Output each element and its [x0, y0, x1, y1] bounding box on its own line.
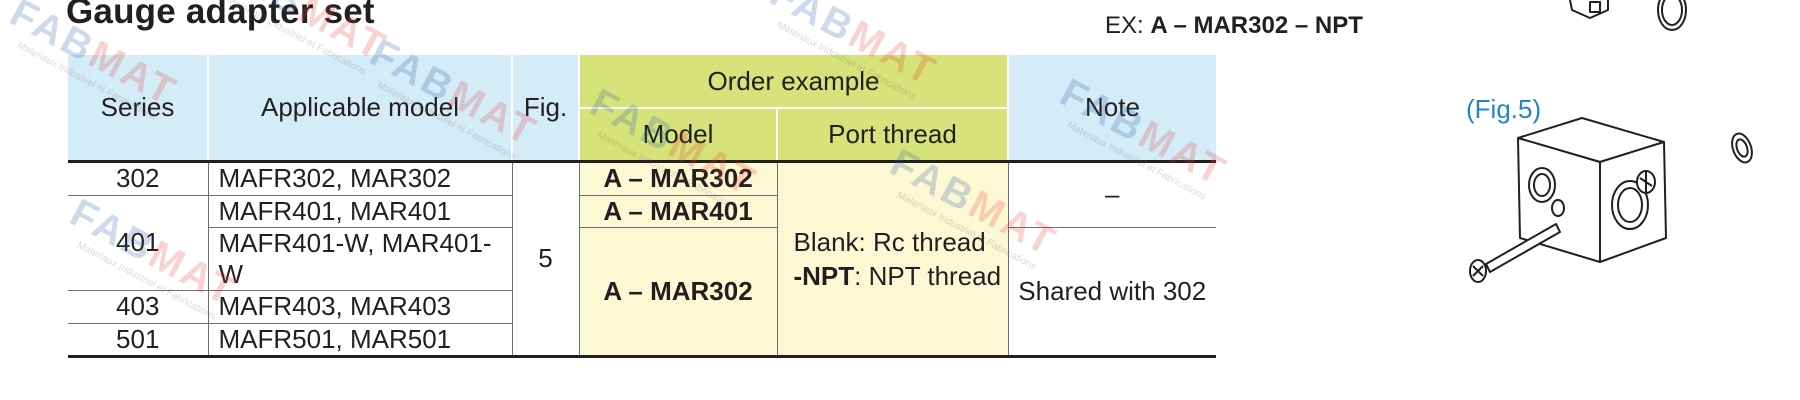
header-fig: Fig. — [511, 55, 579, 161]
series-cell: 501 — [68, 323, 208, 358]
header-applicable-model: Applicable model — [207, 55, 512, 161]
applicable-model-cell: MAFR302, MAR302 — [207, 159, 512, 196]
order-model-cell: A – MAR302 — [578, 227, 777, 358]
order-model-cell: A – MAR401 — [578, 195, 777, 228]
o-ring-part — [1731, 132, 1753, 164]
top-partial-parts — [1569, 0, 1687, 31]
adapter-block — [1517, 117, 1667, 263]
example-code: A – MAR302 – NPT — [1150, 12, 1363, 39]
table-row: 302 MAFR302, MAR302 5 A – MAR302 Blank: … — [68, 159, 1216, 358]
header-note: Note — [1007, 55, 1216, 161]
header-order-example: Order example — [578, 55, 1008, 109]
gauge-adapter-drawing — [1469, 0, 1753, 283]
table-row: MAFR401-W, MAR401-W A – MAR302 Shared wi… — [68, 227, 1216, 358]
fig-cell: 5 — [511, 159, 579, 358]
port-thread-cell: Blank: Rc thread -NPT: NPT thread — [776, 159, 1008, 358]
applicable-model-cell: MAFR401-W, MAR401-W — [207, 227, 512, 291]
series-cell: 401 — [68, 195, 208, 291]
header-port-thread: Port thread — [776, 108, 1008, 161]
table-row: 501 MAFR501, MAR501 — [68, 323, 1216, 358]
series-cell: 302 — [68, 159, 208, 196]
page-title: Gauge adapter set — [66, 0, 375, 31]
applicable-model-cell: MAFR403, MAR403 — [207, 290, 512, 324]
table-row: 401 MAFR401, MAR401 A – MAR401 — [68, 195, 1216, 291]
screw-part — [1469, 223, 1561, 283]
port-thread-npt: -NPT: NPT thread — [793, 260, 1002, 291]
example-prefix: EX: — [1105, 12, 1151, 39]
applicable-model-cell: MAFR501, MAR501 — [207, 323, 512, 358]
order-model-cell: A – MAR302 — [578, 159, 777, 196]
figure-label: (Fig.5) — [1466, 94, 1542, 124]
header-series: Series — [68, 55, 208, 161]
applicable-model-cell: MAFR401, MAR401 — [207, 195, 512, 228]
header-model: Model — [578, 108, 777, 161]
note-cell: – — [1007, 159, 1216, 228]
table-row: 403 MAFR403, MAR403 — [68, 290, 1216, 324]
port-thread-blank: Blank: Rc thread — [793, 226, 986, 257]
gauge-adapter-table: Series Applicable model Fig. Order examp… — [68, 55, 1216, 358]
order-example-caption: EX: A – MAR302 – NPT — [1105, 12, 1363, 40]
note-cell: Shared with 302 — [1007, 227, 1216, 358]
series-cell: 403 — [68, 290, 208, 324]
